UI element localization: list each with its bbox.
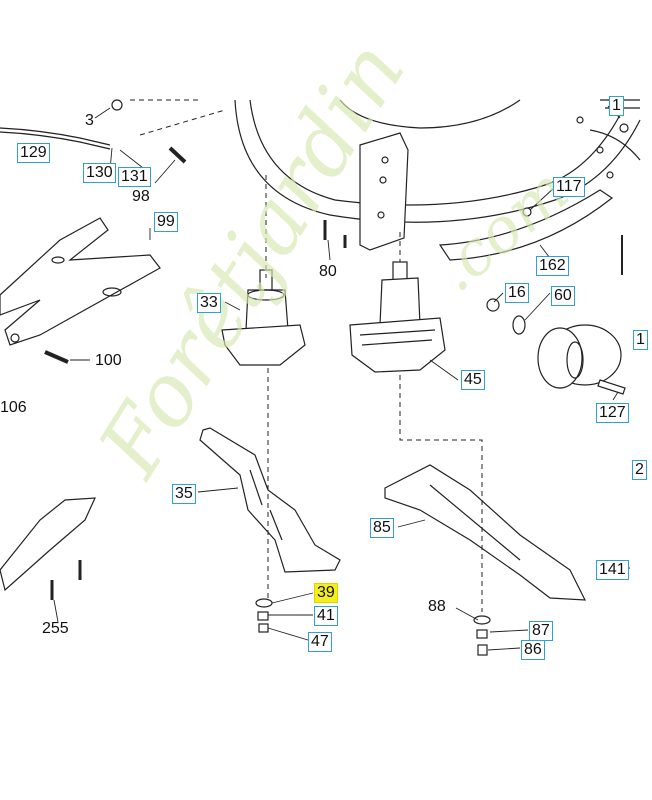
hardware-fasteners — [44, 99, 629, 656]
part-label-141: 141 — [596, 560, 629, 580]
part-label-1: 1 — [609, 96, 624, 116]
part-label-87: 87 — [529, 621, 553, 641]
part-label-131: 131 — [118, 167, 151, 187]
part-label-45: 45 — [461, 370, 485, 390]
part-label-2-right: 2 — [632, 460, 647, 480]
gauge-wheel — [537, 324, 626, 395]
deck-bracket — [359, 132, 409, 251]
wheel-washer — [512, 315, 526, 335]
deck-hanger-arm — [0, 217, 161, 346]
assembly-guide-lines — [130, 99, 483, 612]
part-label-106: 106 — [0, 399, 27, 416]
part-label-47: 47 — [308, 632, 332, 652]
part-label-99: 99 — [154, 212, 178, 232]
spindle-assembly-right — [349, 261, 446, 373]
spindle-assembly-left — [221, 269, 306, 366]
part-label-100: 100 — [95, 352, 122, 369]
mower-blade-partial — [0, 497, 96, 592]
part-label-117: 117 — [553, 177, 585, 197]
part-label-86: 86 — [521, 640, 545, 660]
part-label-127: 127 — [596, 403, 629, 423]
mower-deck-housing — [234, 99, 641, 223]
part-label-60: 60 — [551, 286, 575, 306]
part-label-129: 129 — [17, 143, 50, 163]
part-label-39: 39 — [314, 583, 338, 603]
wheel-nut — [486, 298, 500, 312]
part-label-3: 3 — [85, 112, 94, 129]
part-label-16: 16 — [505, 283, 529, 303]
baffle-plate — [438, 189, 614, 261]
part-label-162: 162 — [536, 256, 569, 276]
part-label-130: 130 — [83, 163, 116, 183]
part-label-85: 85 — [370, 518, 394, 538]
part-label-33: 33 — [197, 293, 221, 313]
control-cable — [0, 127, 111, 150]
callout-leaders — [53, 105, 631, 651]
part-label-41: 41 — [314, 606, 338, 626]
mower-blade-right — [384, 464, 586, 601]
part-label-80: 80 — [319, 263, 337, 280]
part-label-1-right: 1 — [633, 330, 648, 350]
part-label-98: 98 — [132, 188, 150, 205]
part-label-35: 35 — [172, 484, 196, 504]
mower-blade-left — [199, 427, 341, 573]
part-label-255: 255 — [42, 620, 69, 637]
part-label-88: 88 — [428, 598, 446, 615]
